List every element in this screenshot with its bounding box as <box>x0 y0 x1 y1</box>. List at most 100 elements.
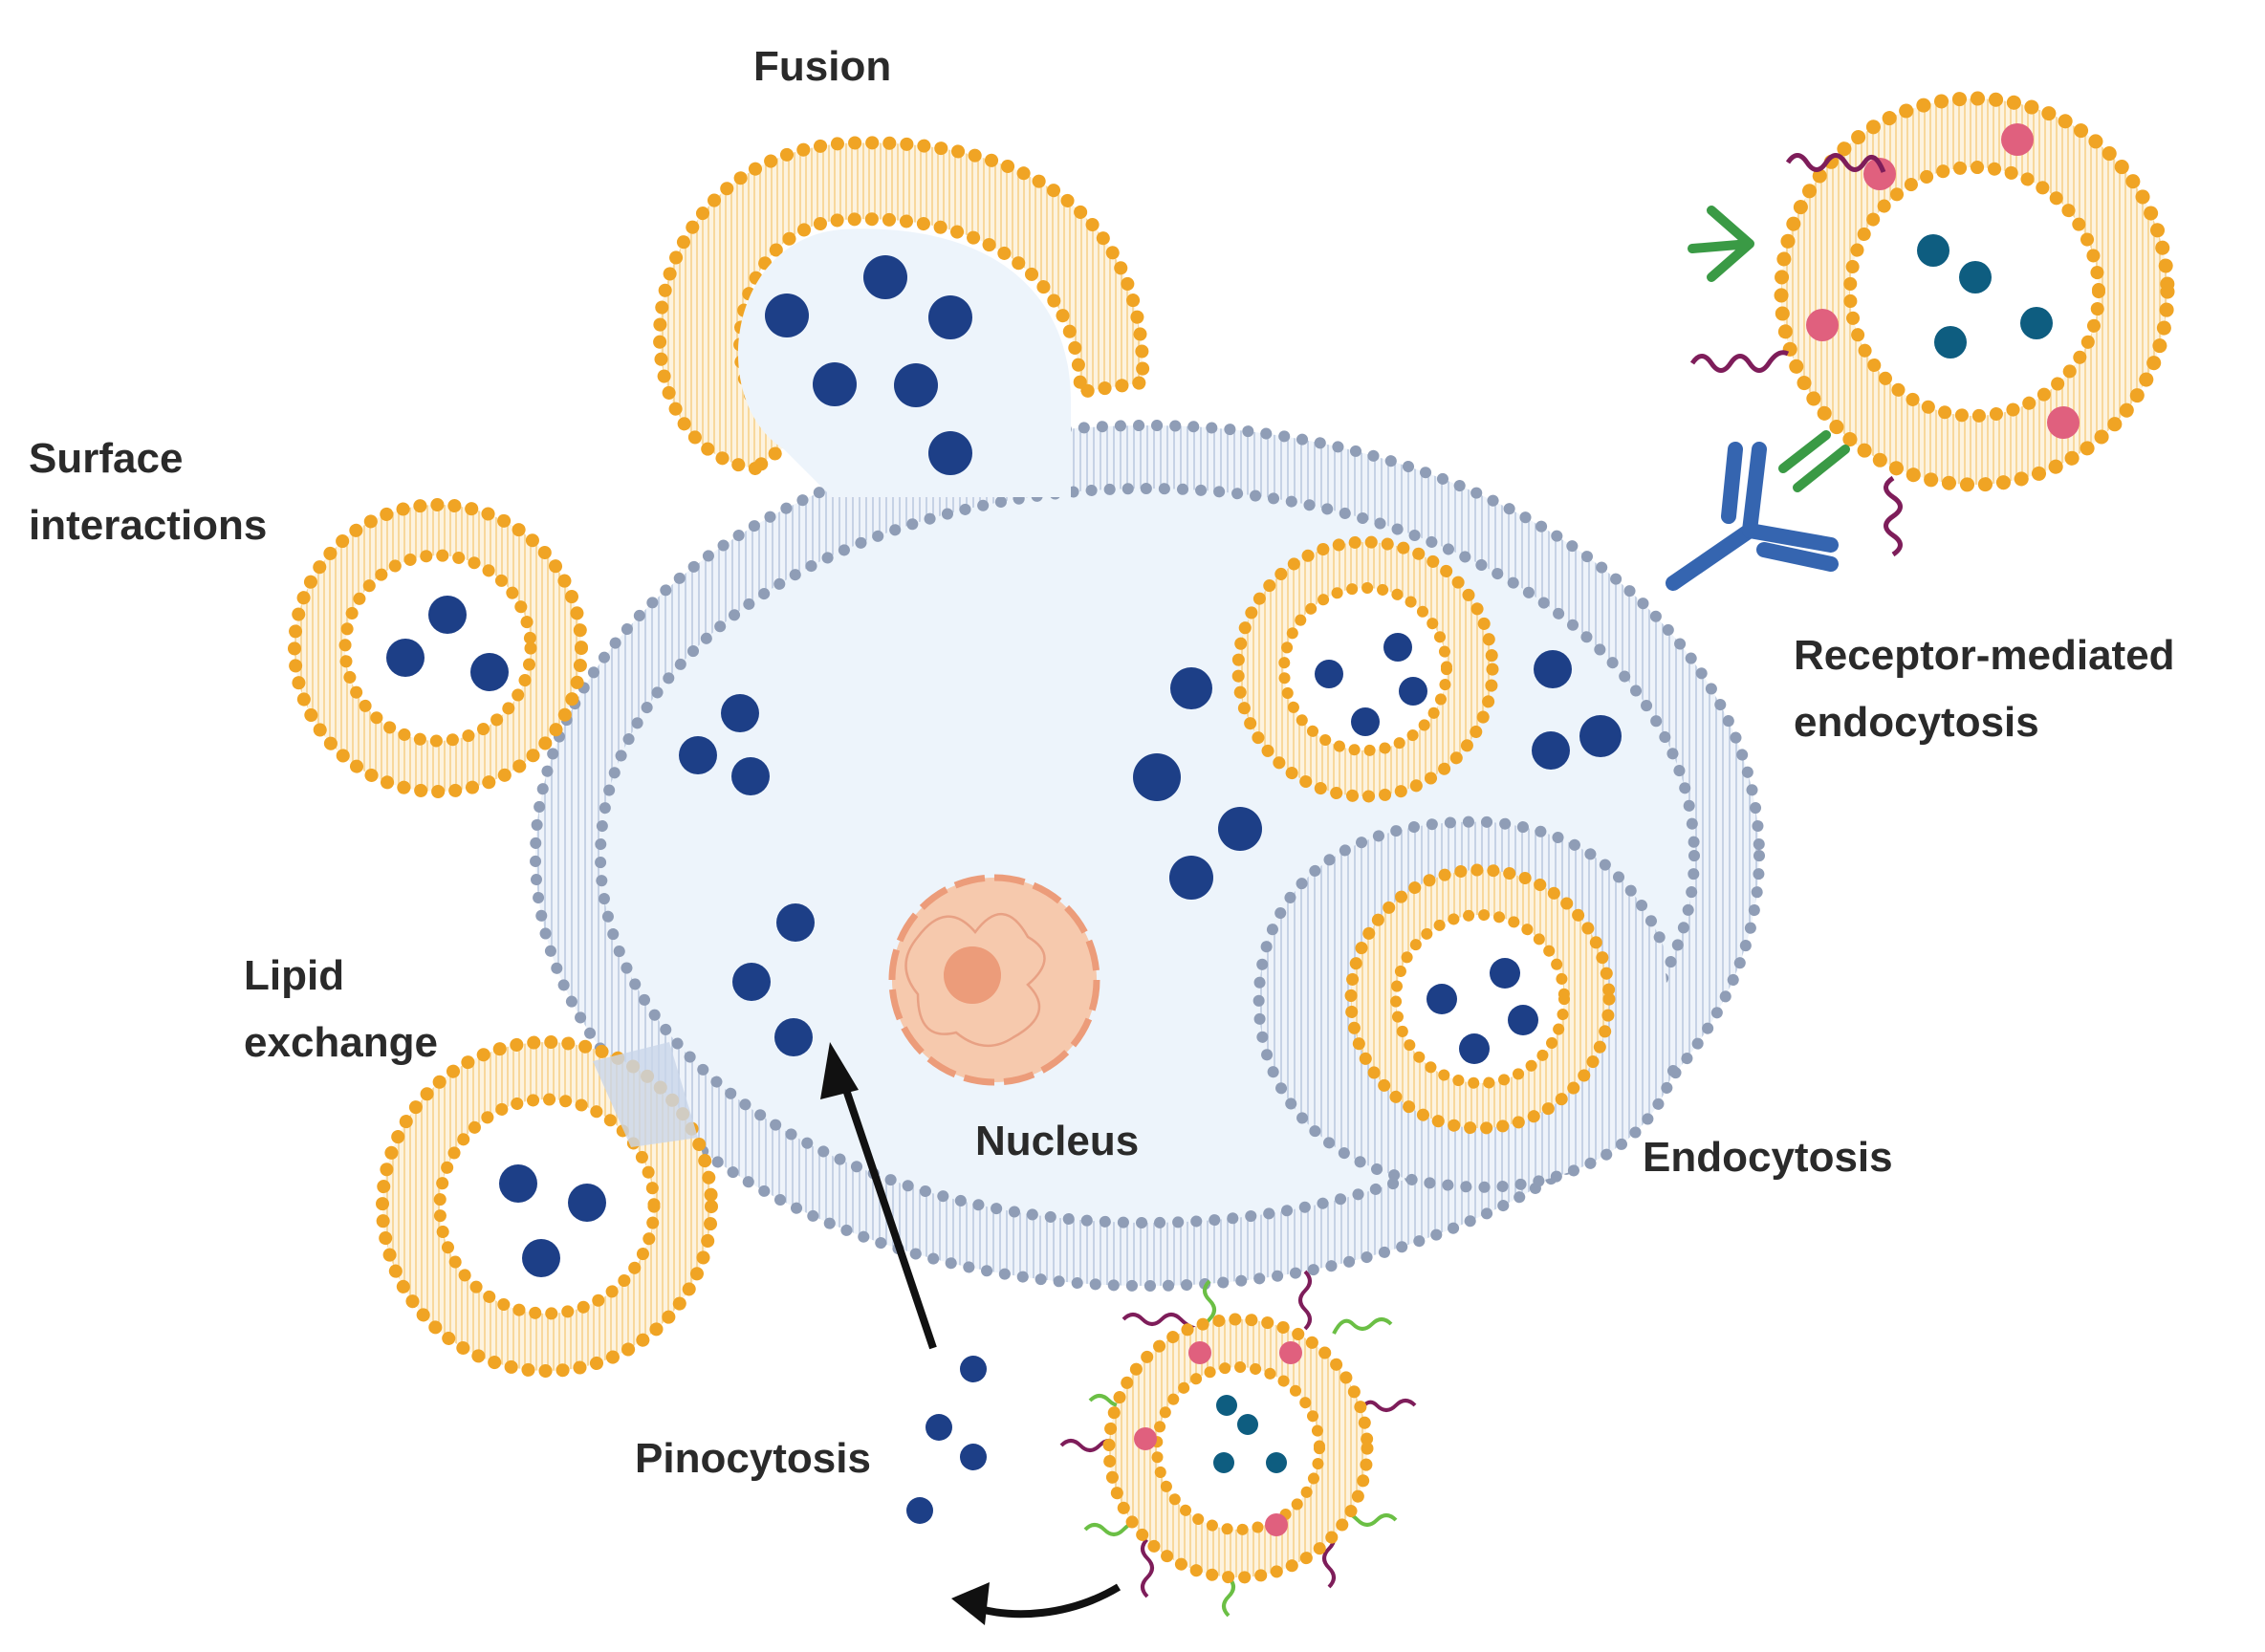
drug-molecule <box>2020 307 2053 339</box>
drug-molecule <box>774 1018 813 1056</box>
drug-molecule <box>960 1356 987 1382</box>
drug-molecule <box>1266 1452 1287 1473</box>
exchanged-lipid-patch <box>593 1042 698 1147</box>
liposome-inner-leaflet <box>433 1093 661 1320</box>
label-receptor-mediated-line2: endocytosis <box>1794 699 2039 746</box>
liposome-inner-leaflet <box>1390 909 1570 1089</box>
drug-molecule <box>1959 261 1992 293</box>
drug-molecule <box>568 1184 606 1222</box>
receptor-arm <box>1742 523 1839 572</box>
peg-chain <box>1689 350 1790 373</box>
peg-chain <box>1298 1270 1312 1331</box>
endocytosis-vesicle <box>1252 815 1679 1193</box>
label-lipid-exchange-line1: Lipid <box>244 952 344 999</box>
receptor-targeted-liposome <box>1688 91 2175 557</box>
drug-molecule <box>1534 650 1572 688</box>
drug-molecule <box>1315 660 1343 688</box>
label-surface-interactions-line2: interactions <box>29 502 267 549</box>
label-surface-interactions-line1: Surface <box>29 435 183 482</box>
drug-molecule <box>1532 731 1570 770</box>
drug-molecule <box>1218 807 1262 851</box>
receptor-arm <box>1721 442 1767 538</box>
receptor-stem <box>1666 523 1757 591</box>
fusion-lumen <box>738 228 1071 498</box>
drug-molecule <box>732 963 771 1001</box>
released-drug-molecules <box>679 650 1622 1056</box>
drug-molecule <box>928 431 972 475</box>
targeting-ligand <box>1265 1513 1288 1536</box>
pinocytosis-liposome <box>1059 1270 1417 1618</box>
liposome-inner-leaflet <box>1151 1361 1325 1535</box>
drug-molecule <box>928 295 972 339</box>
drug-molecule <box>1170 667 1212 709</box>
drug-molecule <box>1917 234 1949 267</box>
nucleus <box>888 874 1100 1086</box>
drug-molecule <box>1490 958 1520 989</box>
antibody-fragment <box>1778 430 1850 492</box>
drug-molecule <box>470 653 509 691</box>
drug-molecule <box>499 1164 537 1203</box>
label-pinocytosis: Pinocytosis <box>635 1435 871 1482</box>
drug-molecule <box>1459 1033 1490 1064</box>
drug-molecule <box>386 639 425 677</box>
pinocytosed-drug-molecules <box>906 1356 987 1524</box>
drug-molecule <box>1351 707 1380 736</box>
drug-molecule <box>1579 715 1622 757</box>
label-endocytosis: Endocytosis <box>1643 1134 1893 1181</box>
cell-surface-receptor <box>1666 442 1839 591</box>
drug-molecule <box>721 694 759 732</box>
drug-molecule <box>906 1497 933 1524</box>
label-fusion: Fusion <box>753 43 891 90</box>
targeting-ligand <box>1188 1341 1211 1364</box>
drug-molecule <box>731 757 770 795</box>
targeting-ligand <box>2047 406 2080 439</box>
peg-chain <box>1356 1399 1417 1416</box>
release-arrowhead <box>951 1582 990 1625</box>
drug-molecule <box>428 596 467 634</box>
lipid-exchange-liposome <box>376 1035 718 1378</box>
drug-molecule <box>1399 677 1427 706</box>
drug-molecule <box>522 1239 560 1277</box>
drug-molecule <box>1216 1395 1237 1416</box>
drug-molecule <box>1427 984 1457 1014</box>
label-lipid-exchange-line2: exchange <box>244 1019 438 1066</box>
drug-molecule <box>1133 753 1181 801</box>
uptake-arrowhead <box>820 1042 859 1099</box>
peg-chain <box>1141 1537 1154 1598</box>
fusion-membrane <box>653 136 1150 476</box>
drug-molecule <box>1237 1414 1258 1435</box>
drug-molecule <box>765 293 809 337</box>
drug-molecule <box>960 1444 987 1470</box>
fusion-liposome <box>653 136 1150 498</box>
label-receptor-mediated-line1: Receptor-mediated <box>1794 632 2175 679</box>
peg-chain <box>1785 153 1886 173</box>
liposome-inner-leaflet <box>338 549 537 748</box>
peg-chain <box>1884 475 1903 557</box>
nucleolus <box>944 946 1001 1004</box>
targeting-ligand <box>1279 1341 1302 1364</box>
uptake-arrow <box>838 1074 937 1350</box>
peg-chain <box>1332 1317 1393 1335</box>
drug-molecule <box>1383 633 1412 662</box>
drug-molecule <box>926 1414 952 1441</box>
surface-interaction-liposome <box>288 498 588 798</box>
label-nucleus: Nucleus <box>975 1118 1139 1164</box>
drug-molecule <box>863 255 907 299</box>
fusion-drug-molecules <box>765 255 972 475</box>
liposome-inner-leaflet <box>1278 582 1452 756</box>
pinocytosis-arrows <box>820 1042 1122 1625</box>
targeting-ligand <box>1806 309 1839 341</box>
drug-molecule <box>776 903 815 942</box>
drug-molecule <box>1508 1005 1538 1035</box>
drug-molecule <box>894 363 938 407</box>
chromatin <box>904 913 1046 1048</box>
targeting-ligand <box>2001 123 2034 156</box>
drug-molecule <box>1934 326 1967 359</box>
internalized-liposome <box>1231 535 1499 803</box>
drug-molecule <box>679 736 717 774</box>
targeting-ligand <box>1863 158 1896 190</box>
drug-molecule <box>1213 1452 1234 1473</box>
antibody-fragment <box>1688 206 1754 282</box>
labels: Fusion Surface interactions Receptor-med… <box>29 43 2175 1482</box>
